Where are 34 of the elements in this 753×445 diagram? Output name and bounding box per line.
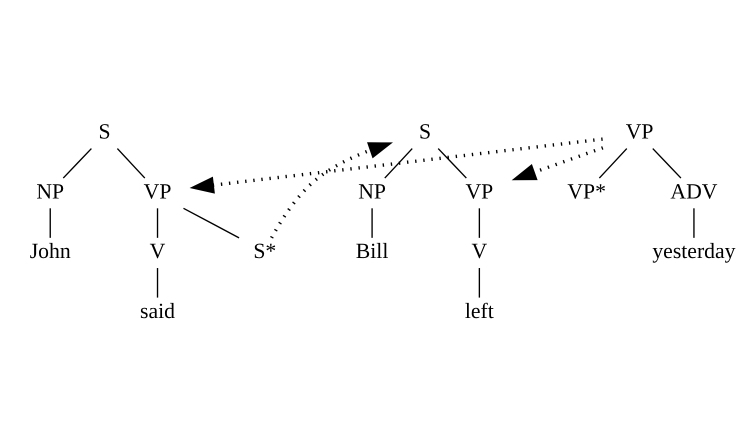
arrow <box>270 142 393 238</box>
node-text: VP <box>144 178 172 203</box>
node-text: yesterday <box>652 238 736 263</box>
node-text: V <box>150 238 166 263</box>
node-text: VP <box>465 178 494 203</box>
connector <box>116 148 146 178</box>
node-text: ADV <box>670 178 718 203</box>
connector <box>371 208 373 238</box>
node-text: said <box>140 298 176 322</box>
node-text: NP <box>358 178 386 203</box>
connector <box>478 268 480 298</box>
connector <box>62 148 92 178</box>
node-text: Bill <box>356 238 388 263</box>
connector <box>156 268 158 298</box>
node-text: S <box>98 119 111 144</box>
connector <box>384 148 413 178</box>
node-text: VP* <box>567 178 606 203</box>
node-text: left <box>464 298 494 322</box>
connector <box>693 208 695 238</box>
connector <box>598 148 628 178</box>
connector <box>652 148 682 178</box>
arrow <box>190 136 603 194</box>
node-text: John <box>30 238 71 263</box>
arrow <box>512 146 604 180</box>
connector <box>50 208 51 238</box>
connector <box>438 148 467 178</box>
connector <box>156 208 158 238</box>
node-text: NP <box>36 178 64 203</box>
node-text: S <box>419 119 432 144</box>
node-text: VP <box>626 119 654 144</box>
node-text: V <box>472 238 488 263</box>
connector <box>183 207 240 238</box>
connector <box>478 208 480 238</box>
node-text: S* <box>253 238 276 263</box>
